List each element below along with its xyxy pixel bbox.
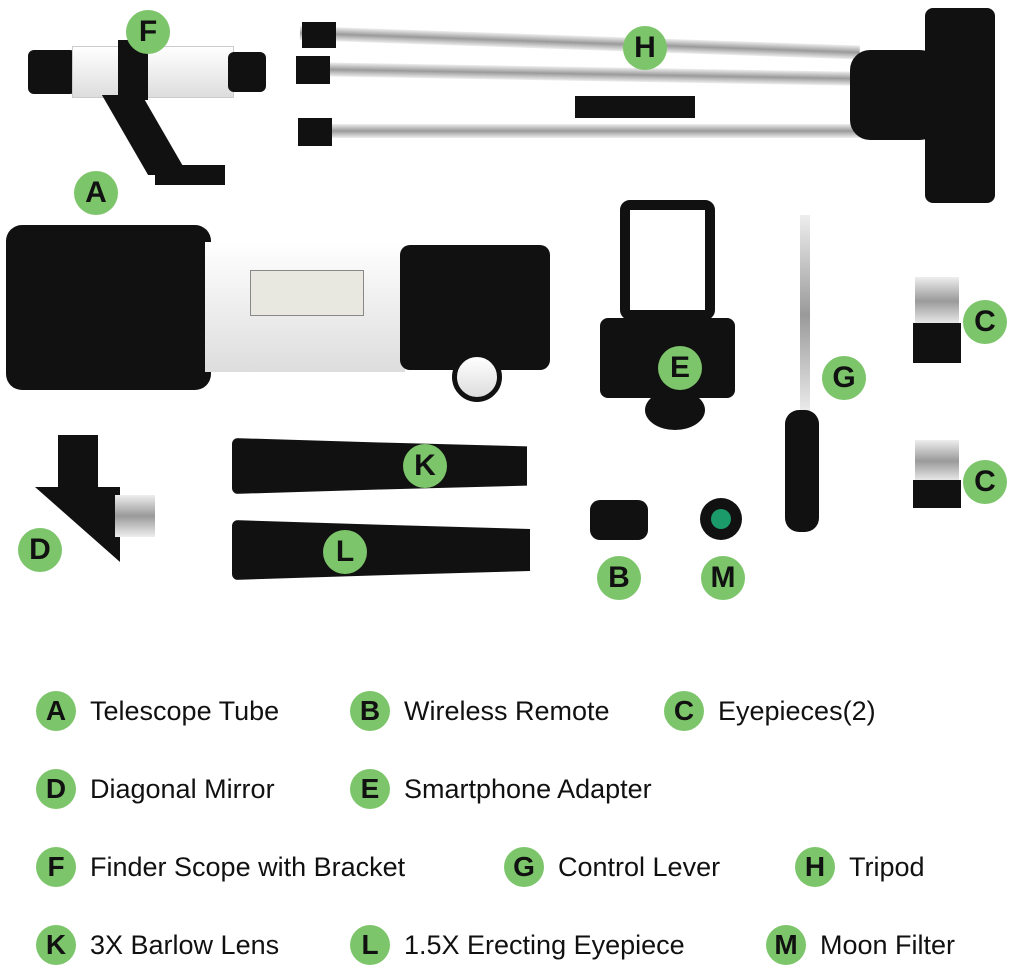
legend-badge: E — [350, 769, 390, 809]
eyepiece-2-barrel — [915, 440, 959, 482]
legend-badge: H — [795, 847, 835, 887]
legend-badge: F — [36, 847, 76, 887]
legend-item-f: F Finder Scope with Bracket — [36, 847, 405, 887]
photo-label-a: A — [74, 171, 118, 215]
legend-badge: C — [664, 691, 704, 731]
diagonal-eyepiece-holder — [115, 495, 155, 537]
legend-item-k: K 3X Barlow Lens — [36, 925, 279, 965]
tripod-foot-1 — [302, 22, 336, 48]
legend-badge: M — [766, 925, 806, 965]
tripod-foot-3 — [298, 118, 332, 146]
finder-scope-tube — [72, 46, 234, 98]
barlow-lens — [232, 438, 527, 494]
legend-badge: B — [350, 691, 390, 731]
finder-scope-eyepiece — [28, 50, 76, 94]
diagonal-barrel — [58, 435, 98, 490]
legend-text: Tripod — [849, 851, 925, 882]
eyepiece-2-body — [913, 480, 961, 508]
legend-text: 1.5X Erecting Eyepiece — [404, 929, 685, 960]
photo-label-c-2: C — [963, 460, 1007, 504]
legend-text: Telescope Tube — [90, 695, 280, 726]
legend-text: Control Lever — [558, 851, 721, 882]
legend-item-h: H Tripod — [795, 847, 925, 887]
legend-badge: L — [350, 925, 390, 965]
photo-label-l: L — [323, 530, 367, 574]
photo-label-k: K — [403, 444, 447, 488]
legend-item-g: G Control Lever — [504, 847, 720, 887]
control-lever-rod — [800, 215, 810, 415]
legend-badge: A — [36, 691, 76, 731]
telescope-dew-shield — [6, 225, 211, 390]
photo-label-g: G — [822, 356, 866, 400]
focus-knob — [452, 352, 502, 402]
eyepiece-1-barrel — [915, 277, 959, 325]
legend-item-e: E Smartphone Adapter — [350, 769, 652, 809]
photo-label-e: E — [658, 346, 702, 390]
legend-text: 3X Barlow Lens — [90, 929, 280, 960]
legend-text: Moon Filter — [820, 929, 956, 960]
finder-bracket-foot — [101, 95, 189, 175]
legend-text: Smartphone Adapter — [404, 773, 652, 804]
photo-label-b: B — [597, 556, 641, 600]
tripod-leg-2 — [299, 62, 881, 87]
legend-text: Finder Scope with Bracket — [90, 851, 406, 882]
photo-label-h: H — [623, 26, 667, 70]
legend-item-l: L 1.5X Erecting Eyepiece — [350, 925, 685, 965]
smartphone-adapter-frame — [620, 200, 715, 320]
smartphone-adapter-mount — [645, 390, 705, 430]
legend-item-a: A Telescope Tube — [36, 691, 279, 731]
tripod-mount — [925, 8, 995, 203]
legend-badge: G — [504, 847, 544, 887]
moon-filter — [700, 498, 742, 540]
finder-scope-objective — [228, 52, 266, 92]
finder-bracket-base — [155, 165, 225, 185]
legend-item-d: D Diagonal Mirror — [36, 769, 275, 809]
legend-badge: K — [36, 925, 76, 965]
wireless-remote — [590, 500, 648, 540]
control-lever-handle — [785, 410, 819, 532]
legend-item-b: B Wireless Remote — [350, 691, 610, 731]
photo-label-d: D — [18, 528, 62, 572]
telescope-label-sticker — [250, 270, 364, 316]
photo-label-c-1: C — [963, 300, 1007, 344]
eyepiece-1-body — [913, 323, 961, 363]
tripod-leg-3 — [300, 124, 880, 138]
tripod-spreader — [575, 96, 695, 118]
erecting-eyepiece — [232, 520, 530, 580]
legend-text: Wireless Remote — [404, 695, 610, 726]
telescope-focuser — [400, 245, 550, 370]
tripod-leg-1 — [299, 26, 860, 60]
photo-label-m: M — [701, 556, 745, 600]
legend-badge: D — [36, 769, 76, 809]
legend-text: Diagonal Mirror — [90, 773, 275, 804]
legend-item-c: C Eyepieces(2) — [664, 691, 876, 731]
legend-item-m: M Moon Filter — [766, 925, 955, 965]
tripod-foot-2 — [296, 56, 330, 84]
legend-text: Eyepieces(2) — [718, 695, 876, 726]
photo-label-f: F — [126, 10, 170, 54]
